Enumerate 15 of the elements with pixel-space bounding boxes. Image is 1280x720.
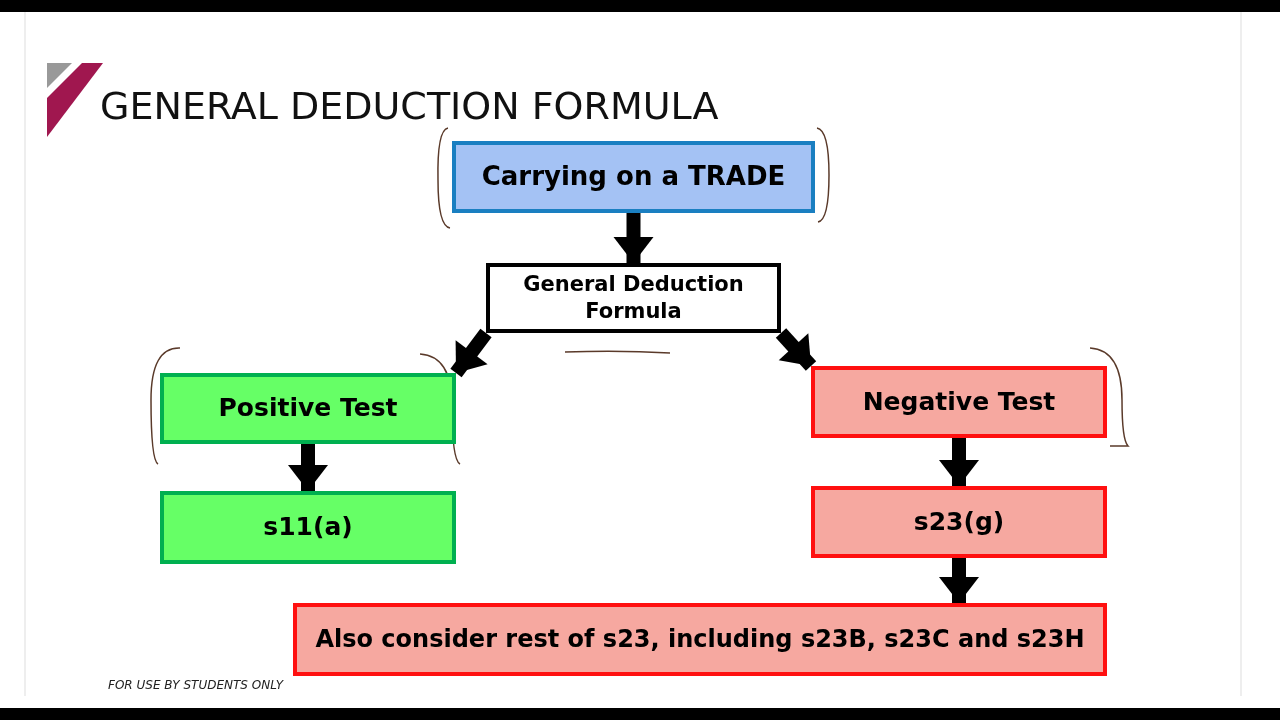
process-box: General Deduction Formula: [486, 263, 781, 333]
process-box: Carrying on a TRADE: [452, 141, 815, 213]
process-box: s23(g): [811, 486, 1107, 558]
block-arrow: [288, 444, 328, 491]
block-arrow: [775, 328, 817, 371]
process-box: Also consider rest of s23, including s23B, s23C and s23H: [293, 603, 1107, 676]
block-arrow: [939, 438, 979, 486]
slide-title: GENERAL DEDUCTION FORMULA: [100, 84, 719, 128]
process-box: Positive Test: [160, 373, 456, 444]
block-arrow: [450, 328, 492, 378]
process-box: Negative Test: [811, 366, 1107, 438]
footer-note: FOR USE BY STUDENTS ONLY: [108, 678, 284, 692]
process-box: s11(a): [160, 491, 456, 564]
block-arrow: [613, 213, 654, 263]
block-arrow: [939, 558, 979, 603]
